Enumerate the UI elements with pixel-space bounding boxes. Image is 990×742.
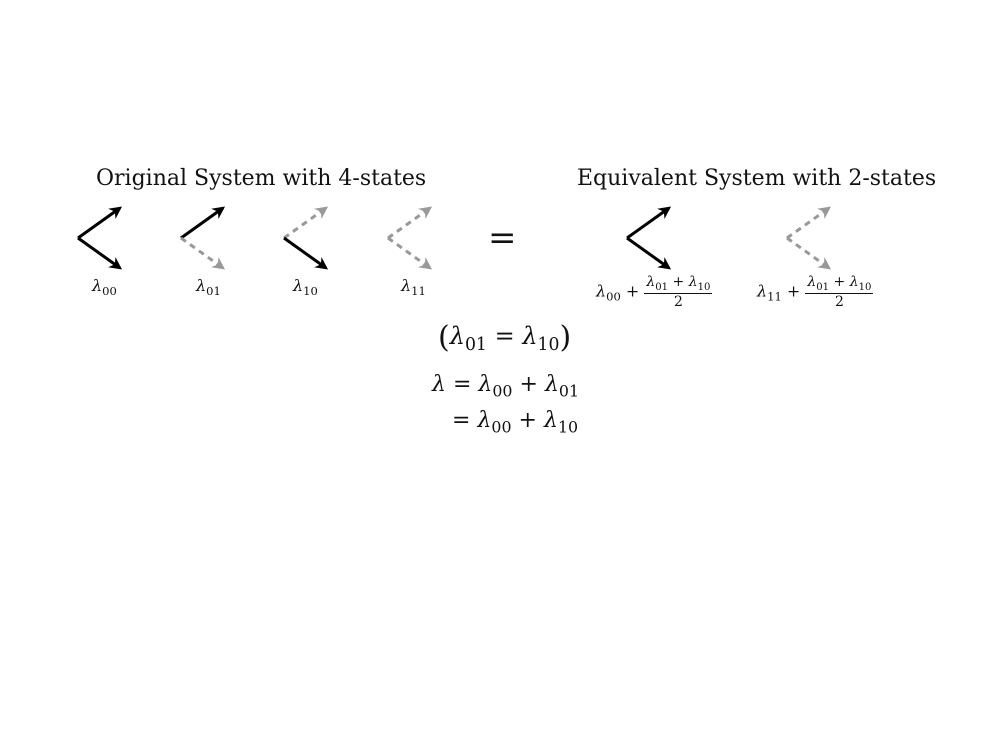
label-state-00: λ00 <box>92 276 117 299</box>
arrow-up-equivalent-second <box>786 206 832 240</box>
label-state-10: λ10 <box>293 276 318 299</box>
arrow-up-state-00 <box>77 206 123 240</box>
label-state-11: λ11 <box>401 276 426 299</box>
arrow-down-state-00 <box>77 236 123 270</box>
arrow-up-state-11 <box>387 206 433 240</box>
arrow-down-equivalent-first <box>626 236 672 270</box>
arrow-down-state-10 <box>283 236 329 270</box>
arrow-up-state-01 <box>180 206 226 240</box>
title-original: Original System with 4-states <box>96 166 427 191</box>
label-state-01: λ01 <box>196 276 221 299</box>
equation-line-2: = λ00 + λ10 <box>452 408 579 437</box>
equation-line-1: λ = λ00 + λ01 <box>432 372 580 401</box>
title-equivalent: Equivalent System with 2-states <box>577 166 937 191</box>
equals-sign: = <box>488 218 517 258</box>
arrow-down-state-01 <box>180 236 226 270</box>
arrow-up-state-10 <box>283 206 329 240</box>
arrow-down-state-11 <box>387 236 433 270</box>
equation-condition: (λ01 = λ10) <box>438 320 572 355</box>
arrow-up-equivalent-first <box>626 206 672 240</box>
arrow-down-equivalent-second <box>786 236 832 270</box>
